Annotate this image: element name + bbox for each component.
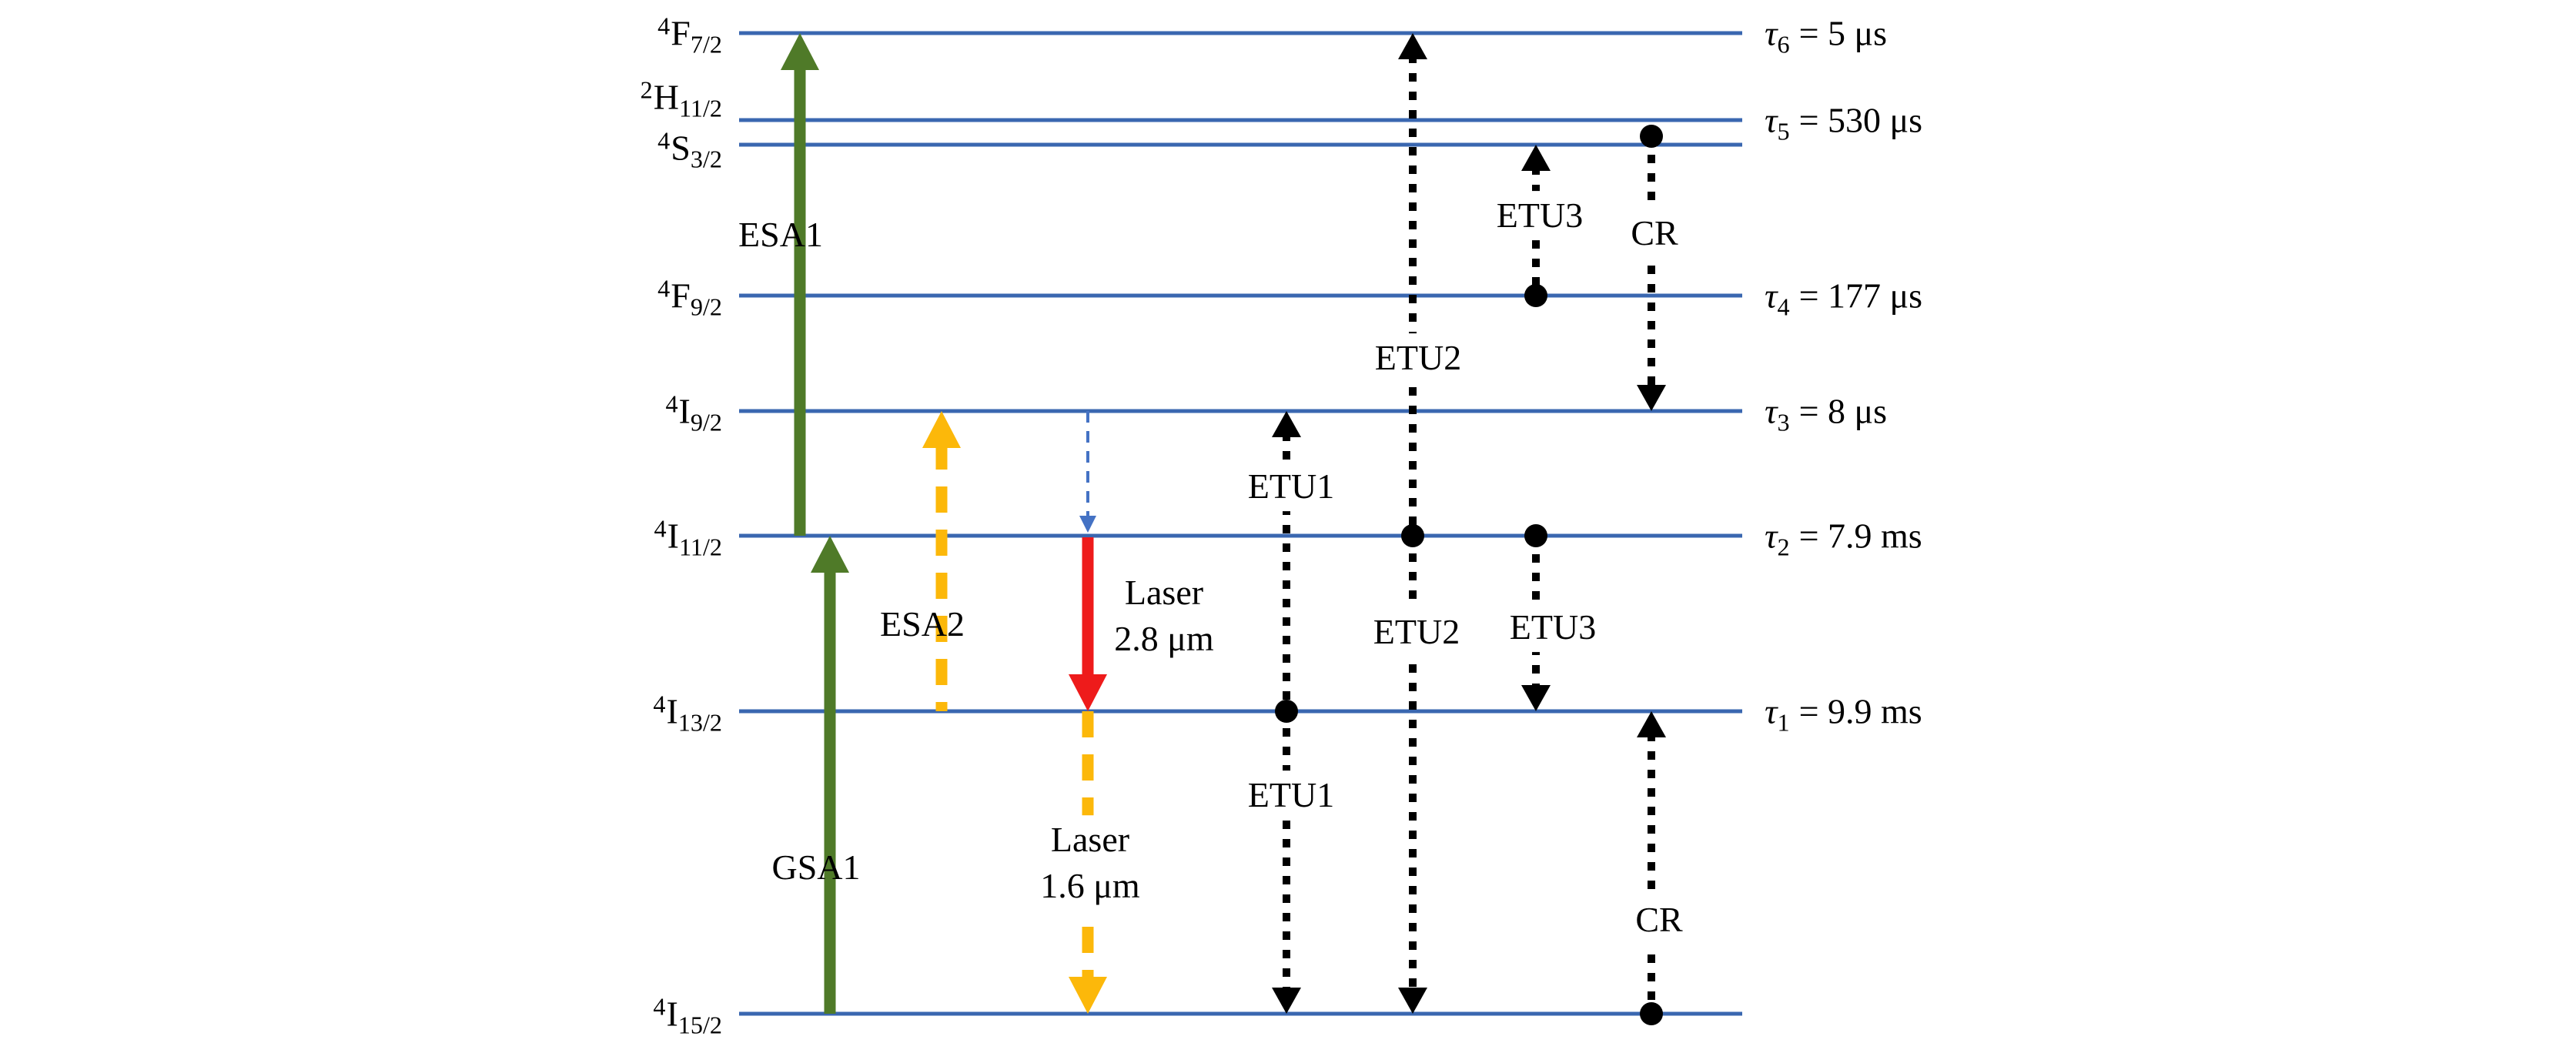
- esa1-arrow: [781, 33, 819, 536]
- laser-2-8um-arrow: [1069, 537, 1107, 711]
- laser-1-6um-arrow: [1069, 711, 1107, 1014]
- multiphonon-relaxation-arrowhead-down: [1079, 516, 1096, 533]
- gsa1-arrowhead-up: [811, 536, 849, 573]
- gsa1-arrow: [811, 536, 849, 1014]
- etu3-lower-arrowhead-down: [1521, 685, 1551, 711]
- etu1-arrowhead-up: [1272, 411, 1301, 437]
- etu3-upper-arrowhead-up: [1521, 145, 1551, 171]
- esa2-arrowhead-up: [922, 411, 961, 448]
- etu2-ion-dot: [1401, 524, 1424, 547]
- cr-lower-arrowhead-up: [1637, 711, 1666, 737]
- etu3-upper-ion-dot: [1524, 284, 1547, 307]
- etu2-arrowhead-down: [1398, 988, 1427, 1014]
- laser-2-8um-arrowhead-down: [1069, 674, 1107, 711]
- cr-upper-arrowhead-down: [1637, 385, 1666, 411]
- etu3-lower-ion-dot: [1524, 524, 1547, 547]
- etu1-arrow: [1272, 411, 1301, 1014]
- esa1-arrowhead-up: [781, 33, 819, 70]
- etu3-upper-arrow: [1521, 145, 1551, 307]
- etu1-ion-dot: [1275, 700, 1298, 723]
- etu3-lower-arrow: [1521, 524, 1551, 711]
- cr-lower-arrow: [1637, 711, 1666, 1025]
- cr-upper-ion-dot: [1640, 125, 1663, 148]
- etu1-arrowhead-down: [1272, 988, 1301, 1014]
- multiphonon-relaxation-arrow: [1079, 411, 1096, 533]
- laser-1-6um-arrowhead-down: [1069, 977, 1107, 1014]
- etu2-arrow: [1398, 33, 1427, 1014]
- esa2-arrow: [922, 411, 961, 711]
- etu2-arrowhead-up: [1398, 33, 1427, 59]
- cr-lower-ion-dot: [1640, 1002, 1663, 1025]
- cr-upper-arrow: [1637, 125, 1666, 411]
